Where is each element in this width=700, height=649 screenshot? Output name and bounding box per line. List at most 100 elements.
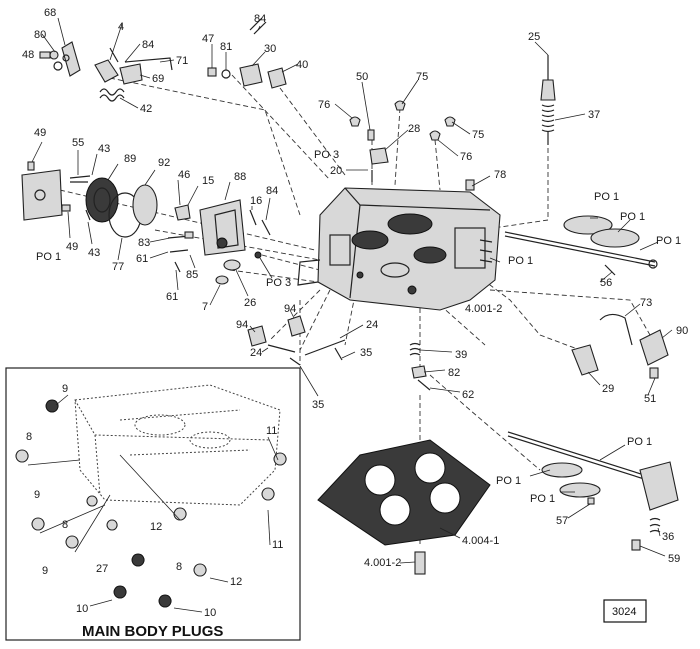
callout-label: 40 <box>296 59 308 71</box>
callout-label: 15 <box>202 175 214 187</box>
callout-label: 9 <box>34 489 40 501</box>
top-left-linkage-parts <box>39 17 287 102</box>
callout-label: PO 1 <box>36 251 61 263</box>
callout-label: PO 1 <box>496 475 521 487</box>
callout-label: 68 <box>44 7 56 19</box>
callout-label: 42 <box>140 103 152 115</box>
callout-label: 35 <box>360 347 372 359</box>
callout-label: 49 <box>66 241 78 253</box>
callout-label: 11 <box>266 425 277 437</box>
callout-label: 11 <box>272 539 283 551</box>
callout-label: 94 <box>236 319 248 331</box>
callout-label: 57 <box>556 515 568 527</box>
callout-label: 83 <box>138 237 150 249</box>
callout-label: PO 1 <box>508 255 533 267</box>
flange-gasket <box>317 439 491 575</box>
main-body-plugs-inset <box>5 367 301 641</box>
callout-label: 26 <box>244 297 256 309</box>
callout-label: 80 <box>34 29 46 41</box>
callout-label: 75 <box>416 71 428 83</box>
callout-label: 20 <box>330 165 342 177</box>
callout-label: 36 <box>662 531 674 543</box>
callout-label: 62 <box>462 389 474 401</box>
callout-label: 27 <box>96 563 108 575</box>
figure-code: 3024 <box>612 606 636 618</box>
callout-label: 29 <box>602 383 614 395</box>
callout-label: 59 <box>668 553 680 565</box>
callout-label: PO 1 <box>530 493 555 505</box>
callout-label: 8 <box>176 561 182 573</box>
callout-label: 69 <box>152 73 164 85</box>
choke-lever-parts <box>167 199 271 285</box>
callout-label: 35 <box>312 399 324 411</box>
pump-rod-assembly <box>540 55 556 145</box>
callout-label: 28 <box>408 123 420 135</box>
callout-label: 84 <box>254 13 266 25</box>
callout-label: 71 <box>176 55 188 67</box>
callout-label: 92 <box>158 157 170 169</box>
callout-label: 37 <box>588 109 600 121</box>
callout-label: 55 <box>72 137 84 149</box>
callout-label: 30 <box>264 43 276 55</box>
callout-labels: 68 80 48 4 84 71 69 42 47 81 30 84 40 25… <box>22 7 688 619</box>
callout-label: PO 1 <box>656 235 681 247</box>
callout-label: 4.001-2 <box>364 557 401 569</box>
callout-label: 4.001-2 <box>465 303 502 315</box>
callout-label: 4.004-1 <box>462 535 499 547</box>
callout-label: PO 1 <box>620 211 645 223</box>
callout-label: PO 1 <box>594 191 619 203</box>
lower-center-parts <box>247 315 431 391</box>
leader-lines <box>31 17 673 564</box>
callout-label: 10 <box>76 603 88 615</box>
callout-label: 4 <box>118 21 124 33</box>
main-carburetor-body <box>297 187 501 311</box>
callout-label: 76 <box>460 151 472 163</box>
callout-label: 61 <box>136 253 148 265</box>
inset-leader-lines <box>55 394 279 613</box>
callout-label: 24 <box>250 347 262 359</box>
callout-label: 85 <box>186 269 198 281</box>
callout-label: 8 <box>26 431 32 443</box>
callout-label: 10 <box>204 607 216 619</box>
callout-label: PO 3 <box>314 149 339 161</box>
callout-label: 47 <box>202 33 214 45</box>
top-center-small-parts <box>349 100 475 191</box>
callout-label: 89 <box>124 153 136 165</box>
callout-label: 43 <box>98 143 110 155</box>
callout-label: 88 <box>234 171 246 183</box>
callout-label: 50 <box>356 71 368 83</box>
callout-label: 77 <box>112 261 124 273</box>
callout-label: 8 <box>62 519 68 531</box>
choke-housing-parts <box>21 161 158 238</box>
callout-label: 94 <box>284 303 296 315</box>
callout-label: 73 <box>640 297 652 309</box>
callout-label: 9 <box>42 565 48 577</box>
callout-label: 56 <box>600 277 612 289</box>
figure-code-box: 3024 <box>603 599 647 623</box>
callout-label: 48 <box>22 49 34 61</box>
callout-label: 46 <box>178 169 190 181</box>
throttle-shaft-parts <box>507 431 679 551</box>
inset-title: MAIN BODY PLUGS <box>82 623 223 640</box>
callout-label: 84 <box>142 39 154 51</box>
callout-label: PO 1 <box>627 436 652 448</box>
callout-label: 25 <box>528 31 540 43</box>
callout-label: PO 3 <box>266 277 291 289</box>
callout-label: 39 <box>455 349 467 361</box>
air-valve-shaft-parts <box>504 215 669 379</box>
callout-label: 9 <box>62 383 68 395</box>
callout-label: 81 <box>220 41 232 53</box>
callout-label: 16 <box>250 195 262 207</box>
callout-label: 51 <box>644 393 656 405</box>
callout-label: 24 <box>366 319 378 331</box>
callout-label: 61 <box>166 291 178 303</box>
callout-label: 82 <box>448 367 460 379</box>
callout-label: 76 <box>318 99 330 111</box>
callout-label: 78 <box>494 169 506 181</box>
callout-label: 84 <box>266 185 278 197</box>
callout-label: 75 <box>472 129 484 141</box>
callout-label: 7 <box>202 301 208 313</box>
callout-label: 49 <box>34 127 46 139</box>
callout-label: 12 <box>230 576 242 588</box>
